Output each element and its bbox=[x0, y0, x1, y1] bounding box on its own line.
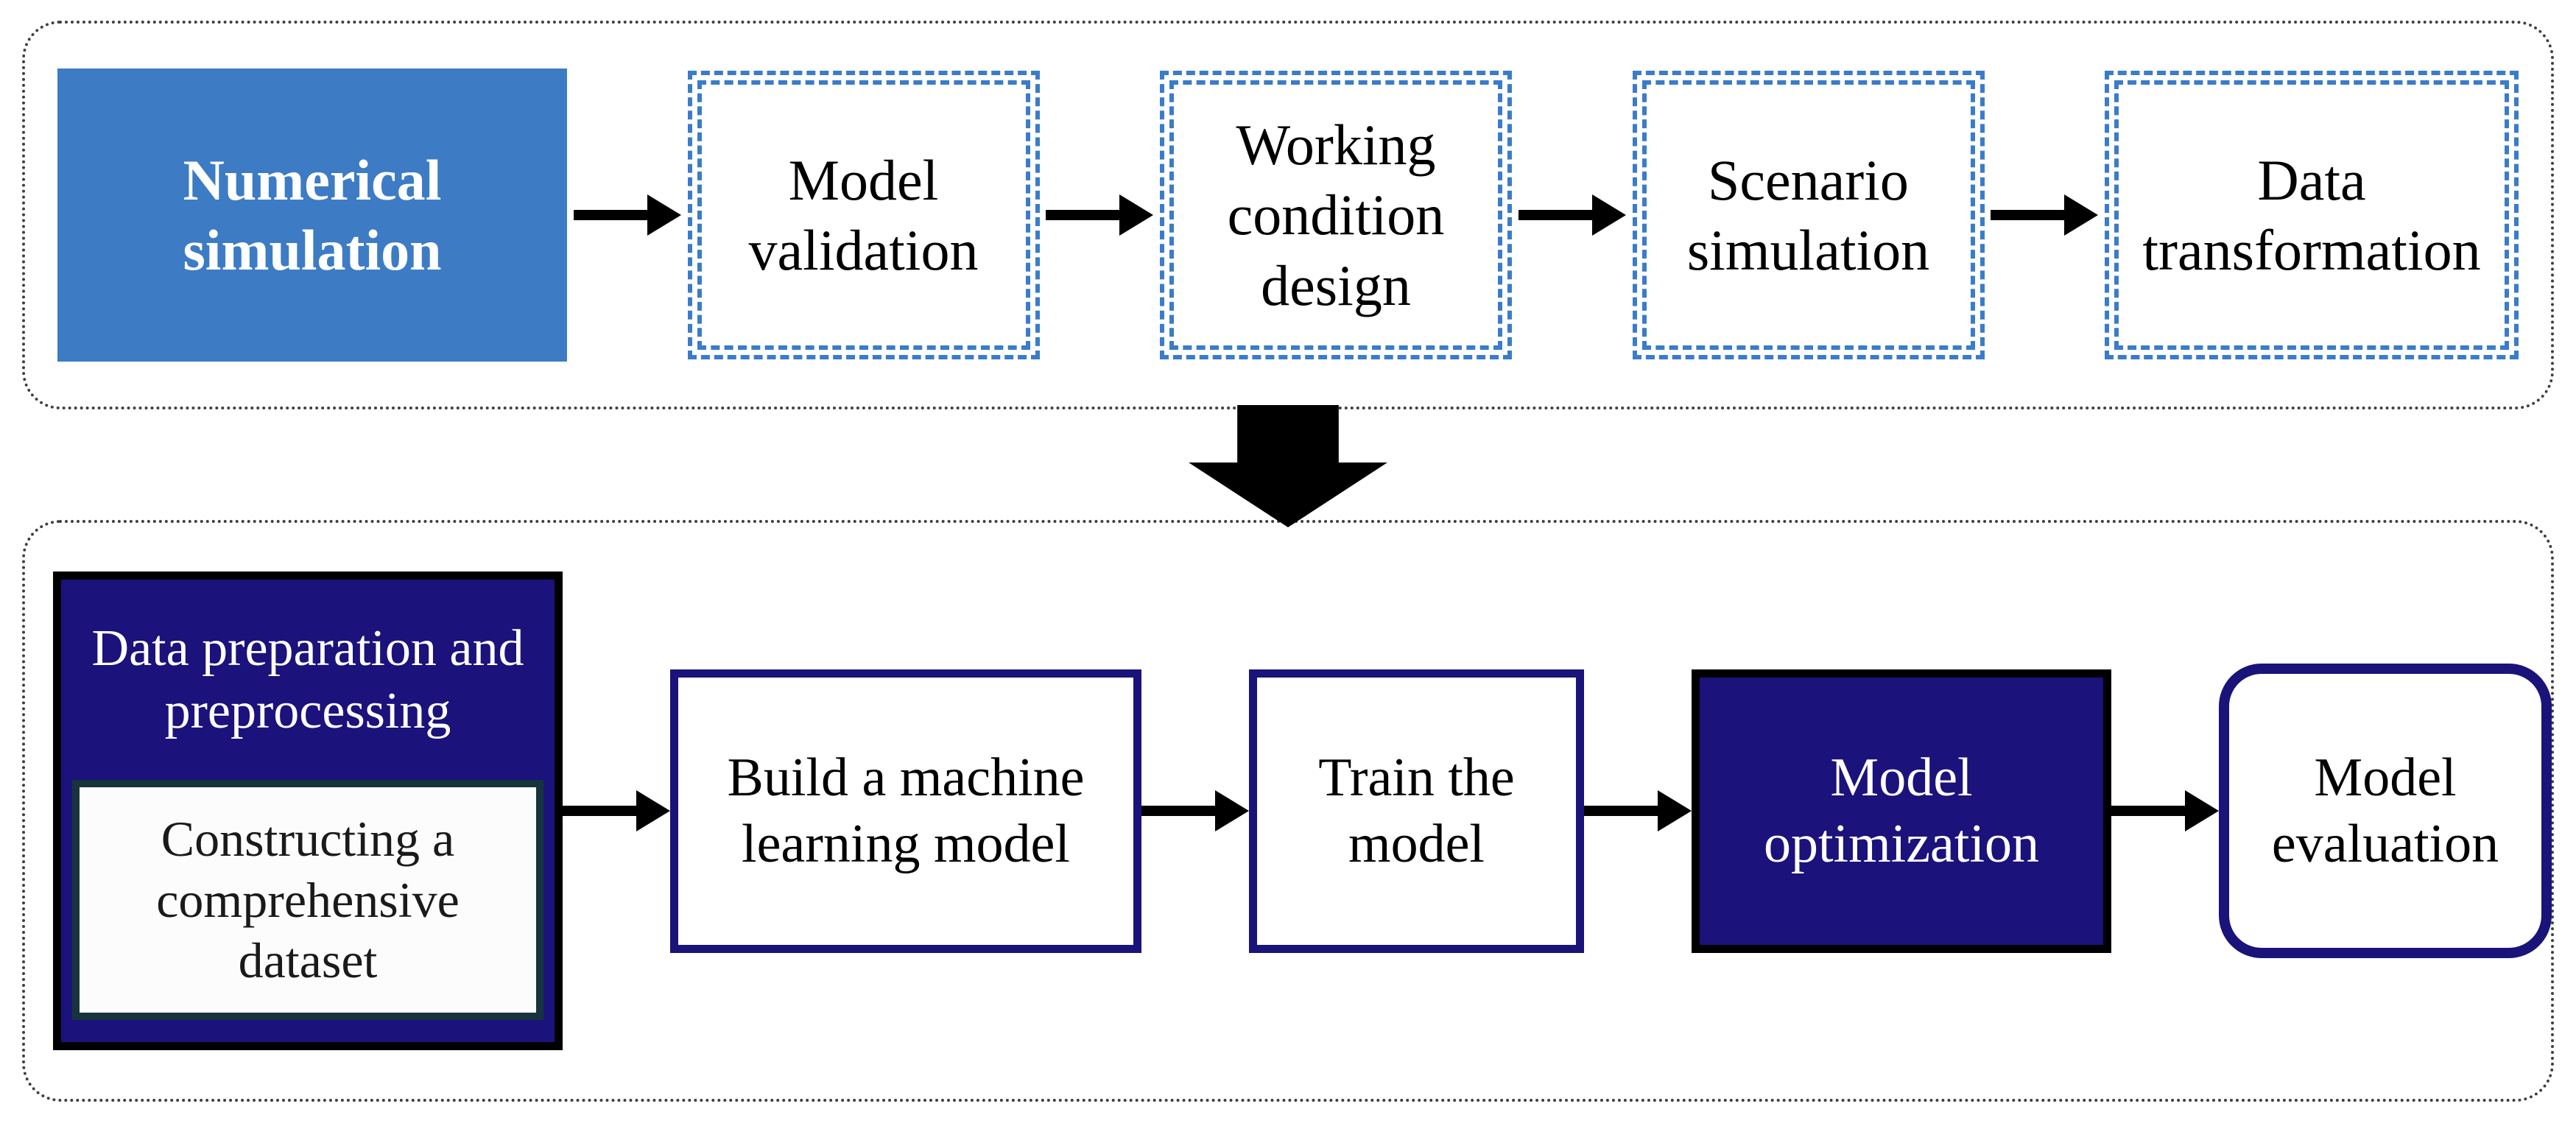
arrow-head bbox=[1591, 194, 1626, 236]
box-scenario-simulation: Scenario simulation bbox=[1632, 71, 1985, 359]
arrow-shaft bbox=[2111, 806, 2185, 816]
box-label: Data transformation bbox=[2142, 147, 2481, 282]
arrow-head bbox=[1215, 790, 1249, 831]
box-train-model: Train the model bbox=[1249, 669, 1584, 953]
dashed-inner-frame: Working condition design bbox=[1169, 80, 1502, 350]
dashed-inner-frame: Data transformation bbox=[2114, 80, 2509, 350]
arrow-right-icon bbox=[2111, 790, 2219, 831]
arrow-head bbox=[636, 790, 670, 831]
box-label: Numerical simulation bbox=[183, 147, 442, 282]
arrow-right-icon bbox=[1518, 194, 1626, 236]
box-label: Build a machine learning model bbox=[727, 747, 1085, 874]
arrow-head bbox=[2185, 790, 2219, 831]
box-constructing-dataset: Constructing a comprehensive dataset bbox=[72, 780, 543, 1020]
arrow-right-icon bbox=[1991, 194, 2099, 236]
box-label: Model validation bbox=[748, 147, 979, 282]
arrow-right-icon bbox=[573, 194, 681, 236]
arrow-right-icon bbox=[1141, 790, 1249, 831]
box-model-validation: Model validation bbox=[687, 71, 1040, 359]
arrow-shaft bbox=[1518, 210, 1592, 220]
arrow-right-icon bbox=[1584, 790, 1692, 831]
stage-connector bbox=[0, 405, 2576, 527]
numerical-simulation-stage-container: Numerical simulation Model validation Wo… bbox=[22, 21, 2554, 409]
box-label: Working condition design bbox=[1227, 113, 1445, 317]
box-model-optimization: Model optimization bbox=[1692, 669, 2111, 953]
box-label: Constructing a comprehensive dataset bbox=[156, 810, 460, 989]
box-label: Model evaluation bbox=[2271, 747, 2499, 874]
arrow-right-icon bbox=[563, 790, 670, 831]
dashed-inner-frame: Model validation bbox=[697, 80, 1030, 350]
box-data-preparation: Data preparation and preprocessing Const… bbox=[53, 571, 563, 1050]
box-label: Scenario simulation bbox=[1686, 147, 1930, 282]
arrow-shaft bbox=[1991, 210, 2065, 220]
box-data-transformation: Data transformation bbox=[2105, 71, 2519, 359]
arrow-shaft bbox=[1141, 806, 1215, 816]
arrow-shaft bbox=[1046, 210, 1120, 220]
arrow-head bbox=[1119, 194, 1154, 236]
box-build-model: Build a machine learning model bbox=[670, 669, 1141, 953]
arrow-down-icon bbox=[1189, 405, 1387, 527]
data-preparation-header: Data preparation and preprocessing bbox=[61, 580, 555, 780]
dashed-inner-frame: Scenario simulation bbox=[1641, 80, 1975, 350]
box-working-condition-design: Working condition design bbox=[1160, 71, 1512, 359]
arrow-head bbox=[2064, 194, 2099, 236]
box-label: Data preparation and preprocessing bbox=[91, 619, 524, 739]
box-label: Train the model bbox=[1318, 747, 1515, 874]
box-model-evaluation: Model evaluation bbox=[2219, 664, 2552, 958]
arrow-shaft bbox=[1584, 806, 1658, 816]
arrow-shaft bbox=[563, 806, 636, 816]
arrow-right-icon bbox=[1046, 194, 1154, 236]
machine-learning-stage-container: Data preparation and preprocessing Const… bbox=[22, 520, 2554, 1102]
arrow-head bbox=[1658, 790, 1692, 831]
arrow-shaft bbox=[573, 210, 647, 220]
box-numerical-simulation: Numerical simulation bbox=[57, 68, 567, 362]
arrow-head bbox=[647, 194, 681, 236]
box-label: Model optimization bbox=[1763, 747, 2040, 874]
